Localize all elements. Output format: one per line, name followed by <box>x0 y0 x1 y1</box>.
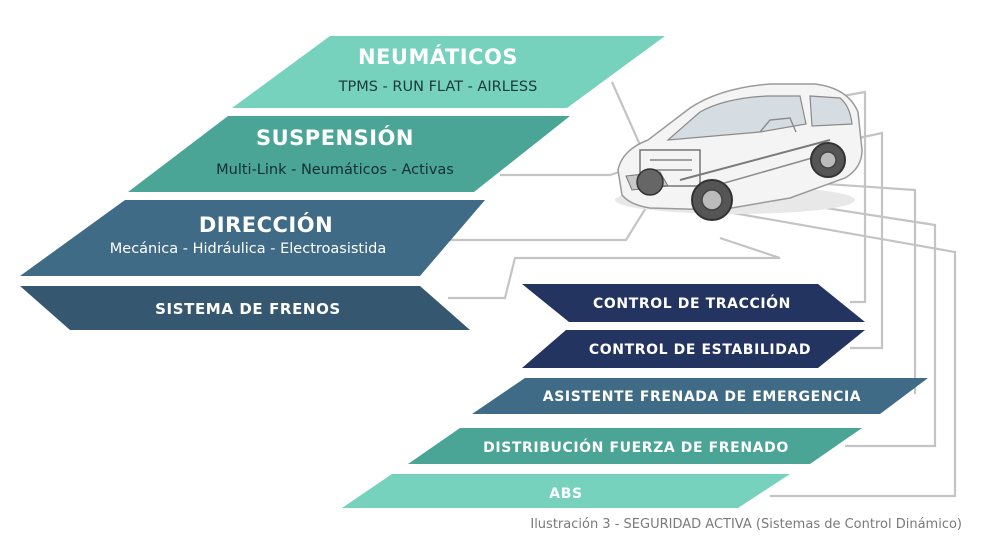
band-control-estabilidad: CONTROL DE ESTABILIDAD <box>522 330 865 368</box>
band-neumaticos-subtitle: TPMS - RUN FLAT - AIRLESS <box>338 79 538 95</box>
band-abs-label: ABS <box>549 486 582 502</box>
band-distribucion-frenado-label: DISTRIBUCIÓN FUERZA DE FRENADO <box>483 438 789 456</box>
band-control-estabilidad-label: CONTROL DE ESTABILIDAD <box>589 342 811 358</box>
band-neumaticos-title: NEUMÁTICOS <box>358 44 518 69</box>
band-direccion-title: DIRECCIÓN <box>199 212 333 237</box>
band-neumaticos: NEUMÁTICOS TPMS - RUN FLAT - AIRLESS <box>232 36 665 108</box>
band-sistema-frenos-title: SISTEMA DE FRENOS <box>155 300 341 318</box>
band-control-traccion-label: CONTROL DE TRACCIÓN <box>593 294 791 312</box>
band-suspension-title: SUSPENSIÓN <box>256 125 414 150</box>
band-suspension: SUSPENSIÓN Multi-Link - Neumáticos - Act… <box>128 116 570 192</box>
band-suspension-subtitle: Multi-Link - Neumáticos - Activas <box>216 162 454 178</box>
band-abs: ABS <box>342 474 790 508</box>
car-illustration <box>615 83 863 221</box>
connector-direccion <box>445 197 653 242</box>
band-direccion: DIRECCIÓN Mecánica - Hidráulica - Electr… <box>20 200 485 276</box>
band-asistente-frenada: ASISTENTE FRENADA DE EMERGENCIA <box>472 378 928 414</box>
figure-caption: Ilustración 3 - SEGURIDAD ACTIVA (Sistem… <box>530 517 962 532</box>
connector-distribucion <box>741 193 937 448</box>
connector-neumaticos <box>610 81 642 146</box>
band-asistente-frenada-label: ASISTENTE FRENADA DE EMERGENCIA <box>543 389 861 405</box>
control-bands: CONTROL DE TRACCIÓN CONTROL DE ESTABILID… <box>342 284 928 508</box>
connector-abs <box>704 206 957 498</box>
connector-lines <box>445 81 957 498</box>
band-distribucion-frenado: DISTRIBUCIÓN FUERZA DE FRENADO <box>408 428 862 464</box>
band-control-traccion: CONTROL DE TRACCIÓN <box>522 284 865 322</box>
band-direccion-subtitle: Mecánica - Hidráulica - Electroasistida <box>110 241 386 257</box>
category-bands: NEUMÁTICOS TPMS - RUN FLAT - AIRLESS SUS… <box>20 36 665 330</box>
band-sistema-frenos: SISTEMA DE FRENOS <box>20 286 470 330</box>
connector-frenos <box>448 236 781 300</box>
